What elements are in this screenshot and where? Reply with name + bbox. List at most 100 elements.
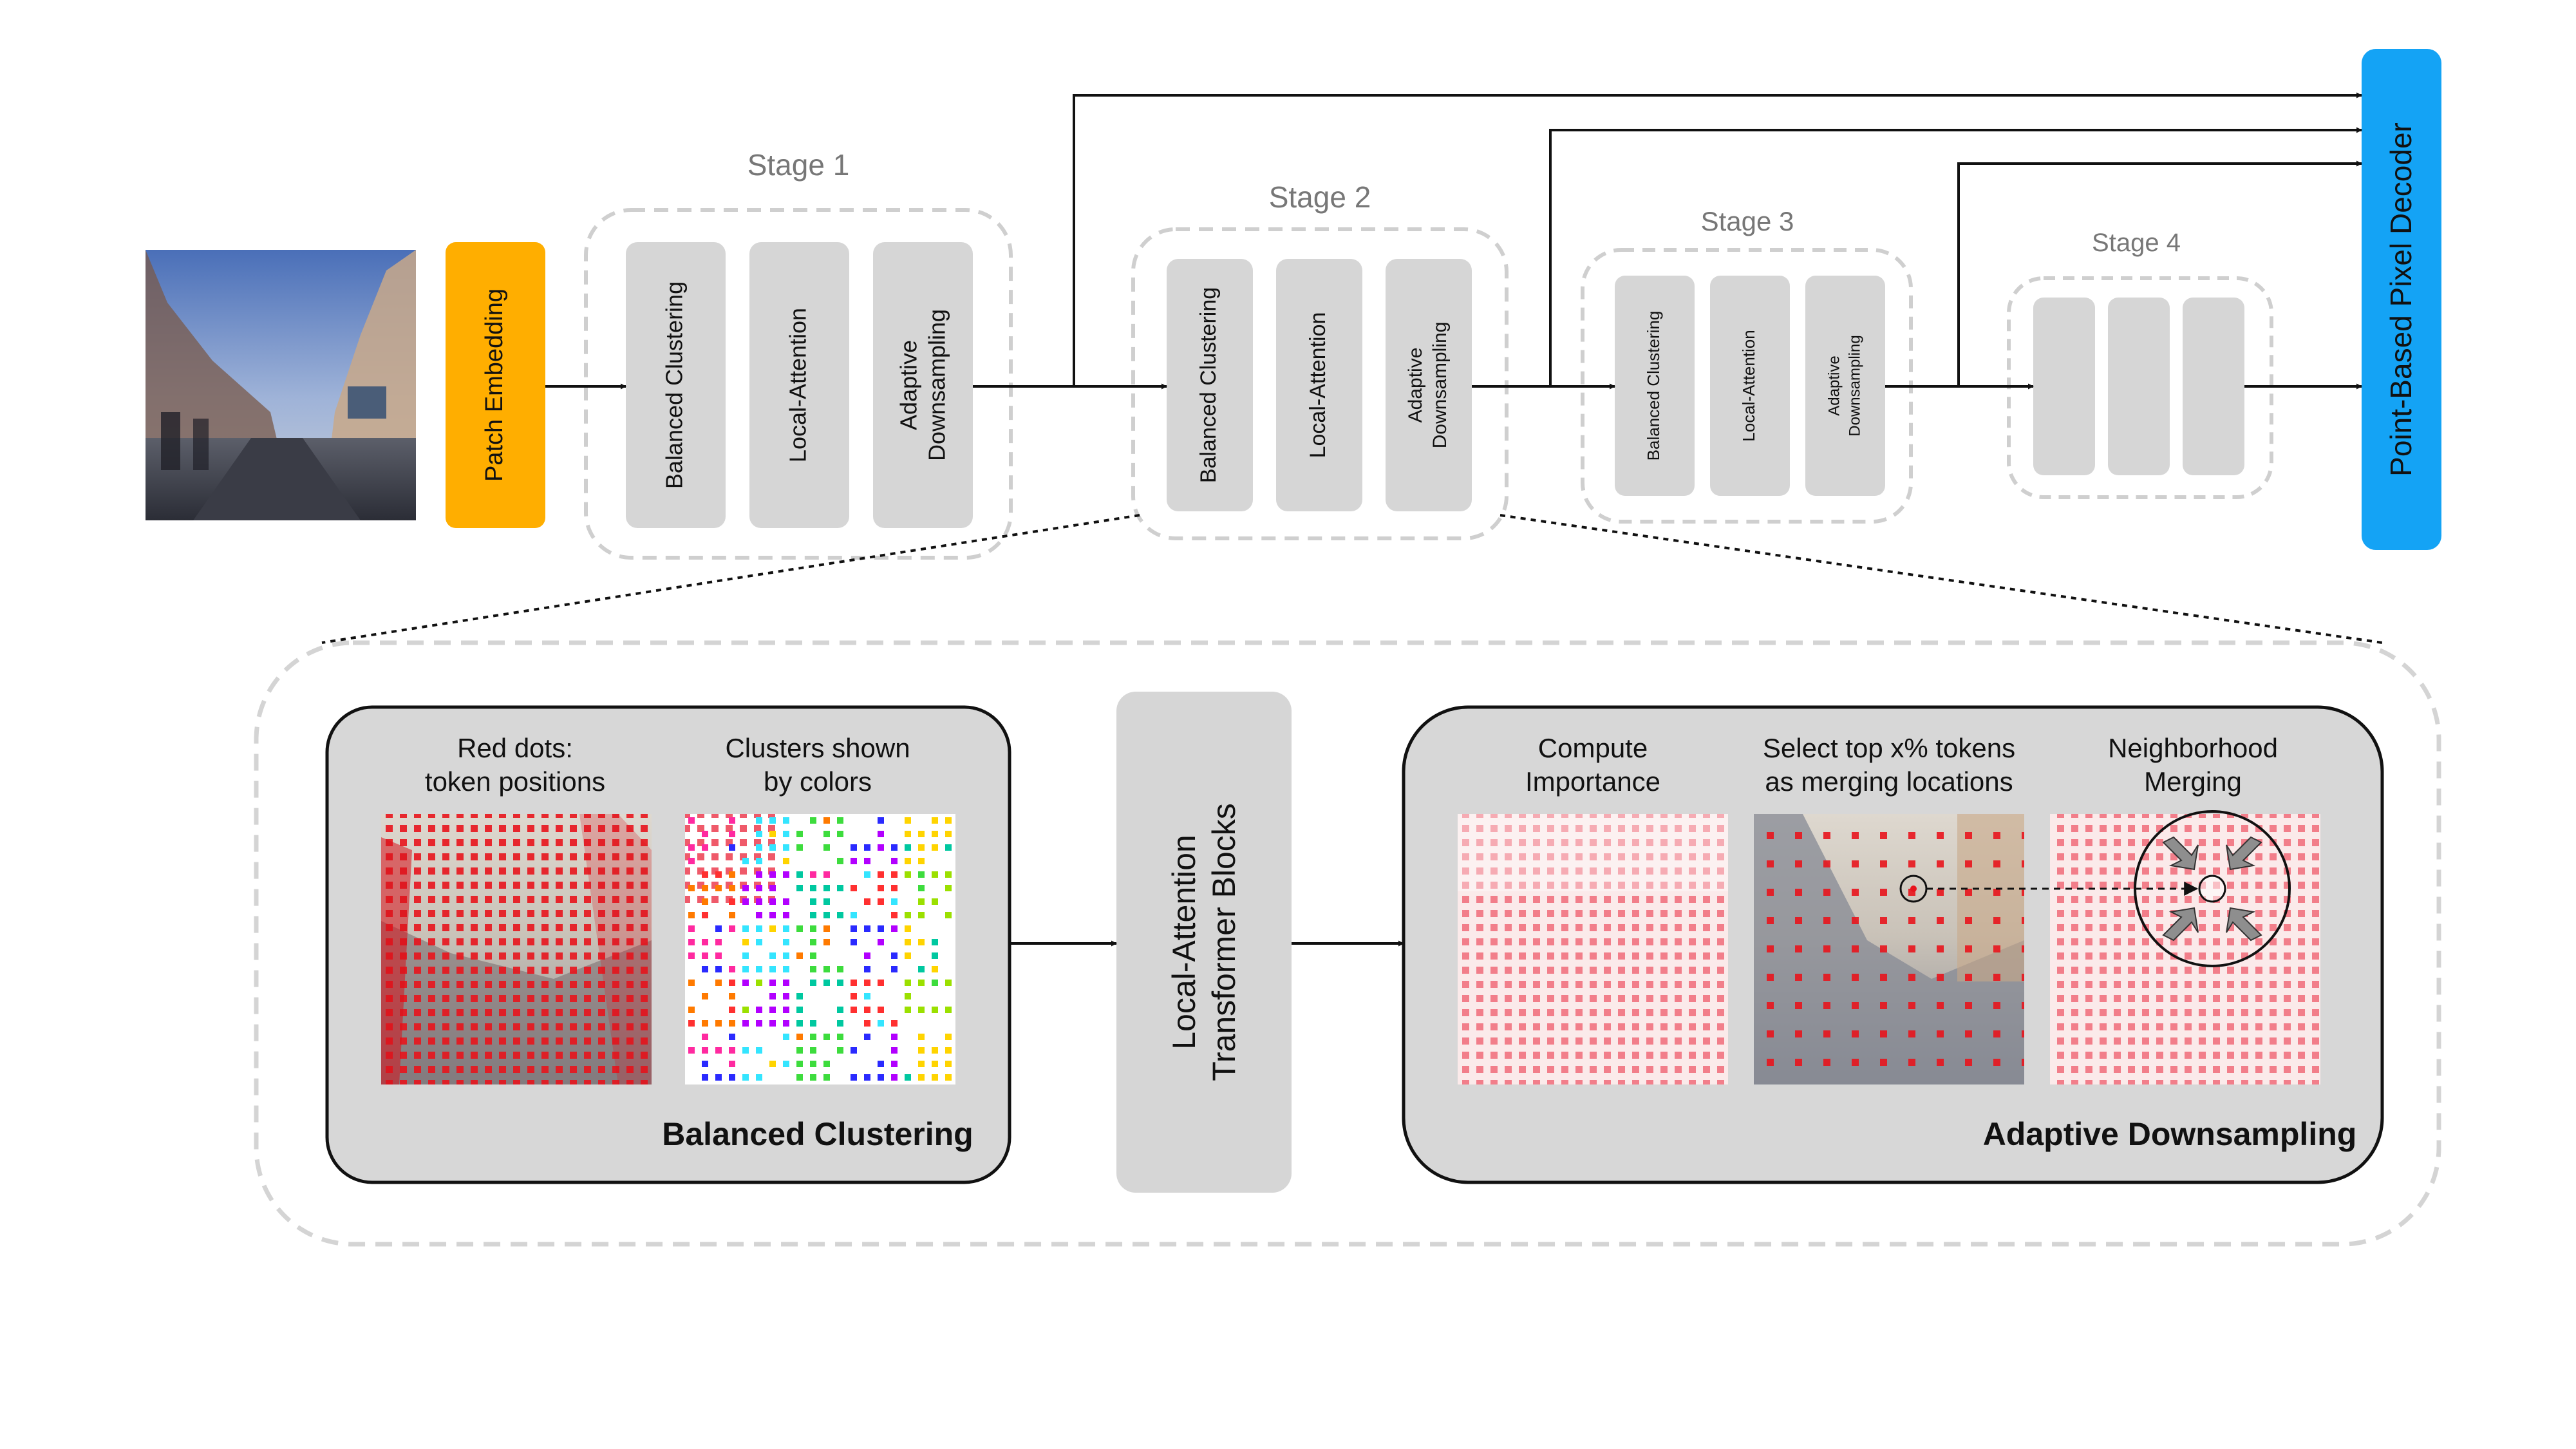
cluster-token — [878, 1007, 884, 1013]
cluster-token — [769, 966, 776, 972]
cluster-token — [891, 1074, 898, 1081]
cluster-token — [837, 980, 843, 986]
cluster-token — [823, 871, 830, 878]
cluster-token — [932, 1061, 938, 1067]
cluster-token — [810, 939, 816, 945]
cluster-token — [756, 1047, 762, 1054]
cluster-token — [905, 817, 911, 824]
cluster-token — [837, 1007, 843, 1013]
cluster-token — [945, 871, 952, 878]
cluster-token — [945, 885, 952, 891]
cluster-token — [810, 952, 816, 959]
cluster-token — [783, 1034, 789, 1040]
cluster-token — [769, 952, 776, 959]
stage-2: Stage 2 Balanced Clustering Local-Attent… — [1131, 180, 1509, 540]
stage-1: Stage 1 Balanced Clustering Local-Attent… — [584, 148, 1013, 560]
cluster-token — [783, 1061, 789, 1067]
cluster-token — [783, 858, 789, 864]
cluster-token — [945, 817, 952, 824]
downsampling-caption-2-line-1: Select top x% tokens — [1763, 733, 2015, 763]
cluster-token — [823, 966, 830, 972]
cluster-token — [918, 844, 925, 851]
cluster-token — [783, 844, 789, 851]
downsampling-caption-3-line-2: Merging — [2144, 766, 2242, 797]
stage-1-attention-block — [749, 242, 849, 528]
transformer-blocks — [1116, 692, 1292, 1193]
cluster-token — [891, 1047, 898, 1054]
cluster-token — [783, 925, 789, 932]
adaptive-downsampling-title: Adaptive Downsampling — [1983, 1116, 2357, 1152]
cluster-token — [945, 980, 952, 986]
neighborhood-merging-image — [2050, 810, 2320, 1084]
cluster-token — [756, 844, 762, 851]
cluster-token — [810, 925, 816, 932]
cluster-token — [783, 1007, 789, 1013]
cluster-token — [783, 871, 789, 878]
cluster-token — [783, 1020, 789, 1027]
cluster-token — [823, 1034, 830, 1040]
cluster-token — [837, 858, 843, 864]
cluster-token — [742, 939, 749, 945]
cluster-token — [905, 1007, 911, 1013]
stage-1-clustering-label: Balanced Clustering — [661, 281, 688, 489]
cluster-token — [715, 939, 722, 945]
cluster-token — [945, 1061, 952, 1067]
clusters-by-color-image — [685, 814, 955, 1084]
transformer-label-line-1: Local-Attention — [1166, 835, 1202, 1050]
cluster-token — [945, 1034, 952, 1040]
cluster-token — [878, 1061, 884, 1067]
cluster-token — [905, 980, 911, 986]
cluster-token — [851, 885, 857, 891]
cluster-token — [796, 1074, 803, 1081]
cluster-token — [783, 939, 789, 945]
cluster-token — [715, 966, 722, 972]
stage-1-downsampling-label-1: Adaptive — [896, 340, 922, 430]
stage-1-downsampling-block — [873, 242, 973, 528]
cluster-token — [823, 844, 830, 851]
cluster-token — [837, 1047, 843, 1054]
cluster-token — [688, 817, 695, 824]
cluster-token — [891, 885, 898, 891]
cluster-token — [891, 858, 898, 864]
cluster-token — [769, 898, 776, 905]
cluster-token — [688, 925, 695, 932]
cluster-token — [742, 952, 749, 959]
cluster-token — [918, 1047, 925, 1054]
cluster-token — [918, 898, 925, 905]
pixel-decoder-block — [2362, 49, 2441, 550]
stage-4-block-2 — [2108, 298, 2170, 475]
cluster-token — [810, 912, 816, 918]
cluster-token — [796, 1061, 803, 1067]
cluster-token — [932, 966, 938, 972]
cluster-token — [769, 912, 776, 918]
stage-2-dashed-frame — [1131, 227, 1509, 540]
cluster-token — [945, 844, 952, 851]
downsampling-caption-1-line-1: Compute — [1538, 733, 1648, 763]
cluster-token — [756, 885, 762, 891]
cluster-token — [932, 939, 938, 945]
skip-stage3-to-decoder — [1957, 160, 2362, 386]
cluster-token — [702, 1034, 708, 1040]
cluster-token — [715, 885, 722, 891]
cluster-token — [932, 844, 938, 851]
cluster-token — [918, 885, 925, 891]
cluster-token — [715, 1020, 722, 1027]
cluster-token — [688, 885, 695, 891]
cluster-token — [823, 817, 830, 824]
cluster-token — [729, 1047, 735, 1054]
cluster-token — [891, 912, 898, 918]
cluster-token — [796, 1047, 803, 1054]
stage-4: Stage 4 — [2007, 229, 2273, 499]
cluster-token — [769, 980, 776, 986]
cluster-token — [878, 844, 884, 851]
cluster-token — [823, 912, 830, 918]
stage-3-downsampling-block — [1805, 276, 1885, 496]
cluster-token — [715, 925, 722, 932]
cluster-token — [756, 925, 762, 932]
cluster-token — [729, 980, 735, 986]
downsampling-caption-2-line-2: as merging locations — [1765, 766, 2013, 797]
merge-arrows — [2162, 836, 2262, 942]
cluster-token — [878, 925, 884, 932]
cluster-token — [905, 831, 911, 837]
cluster-token — [715, 1047, 722, 1054]
